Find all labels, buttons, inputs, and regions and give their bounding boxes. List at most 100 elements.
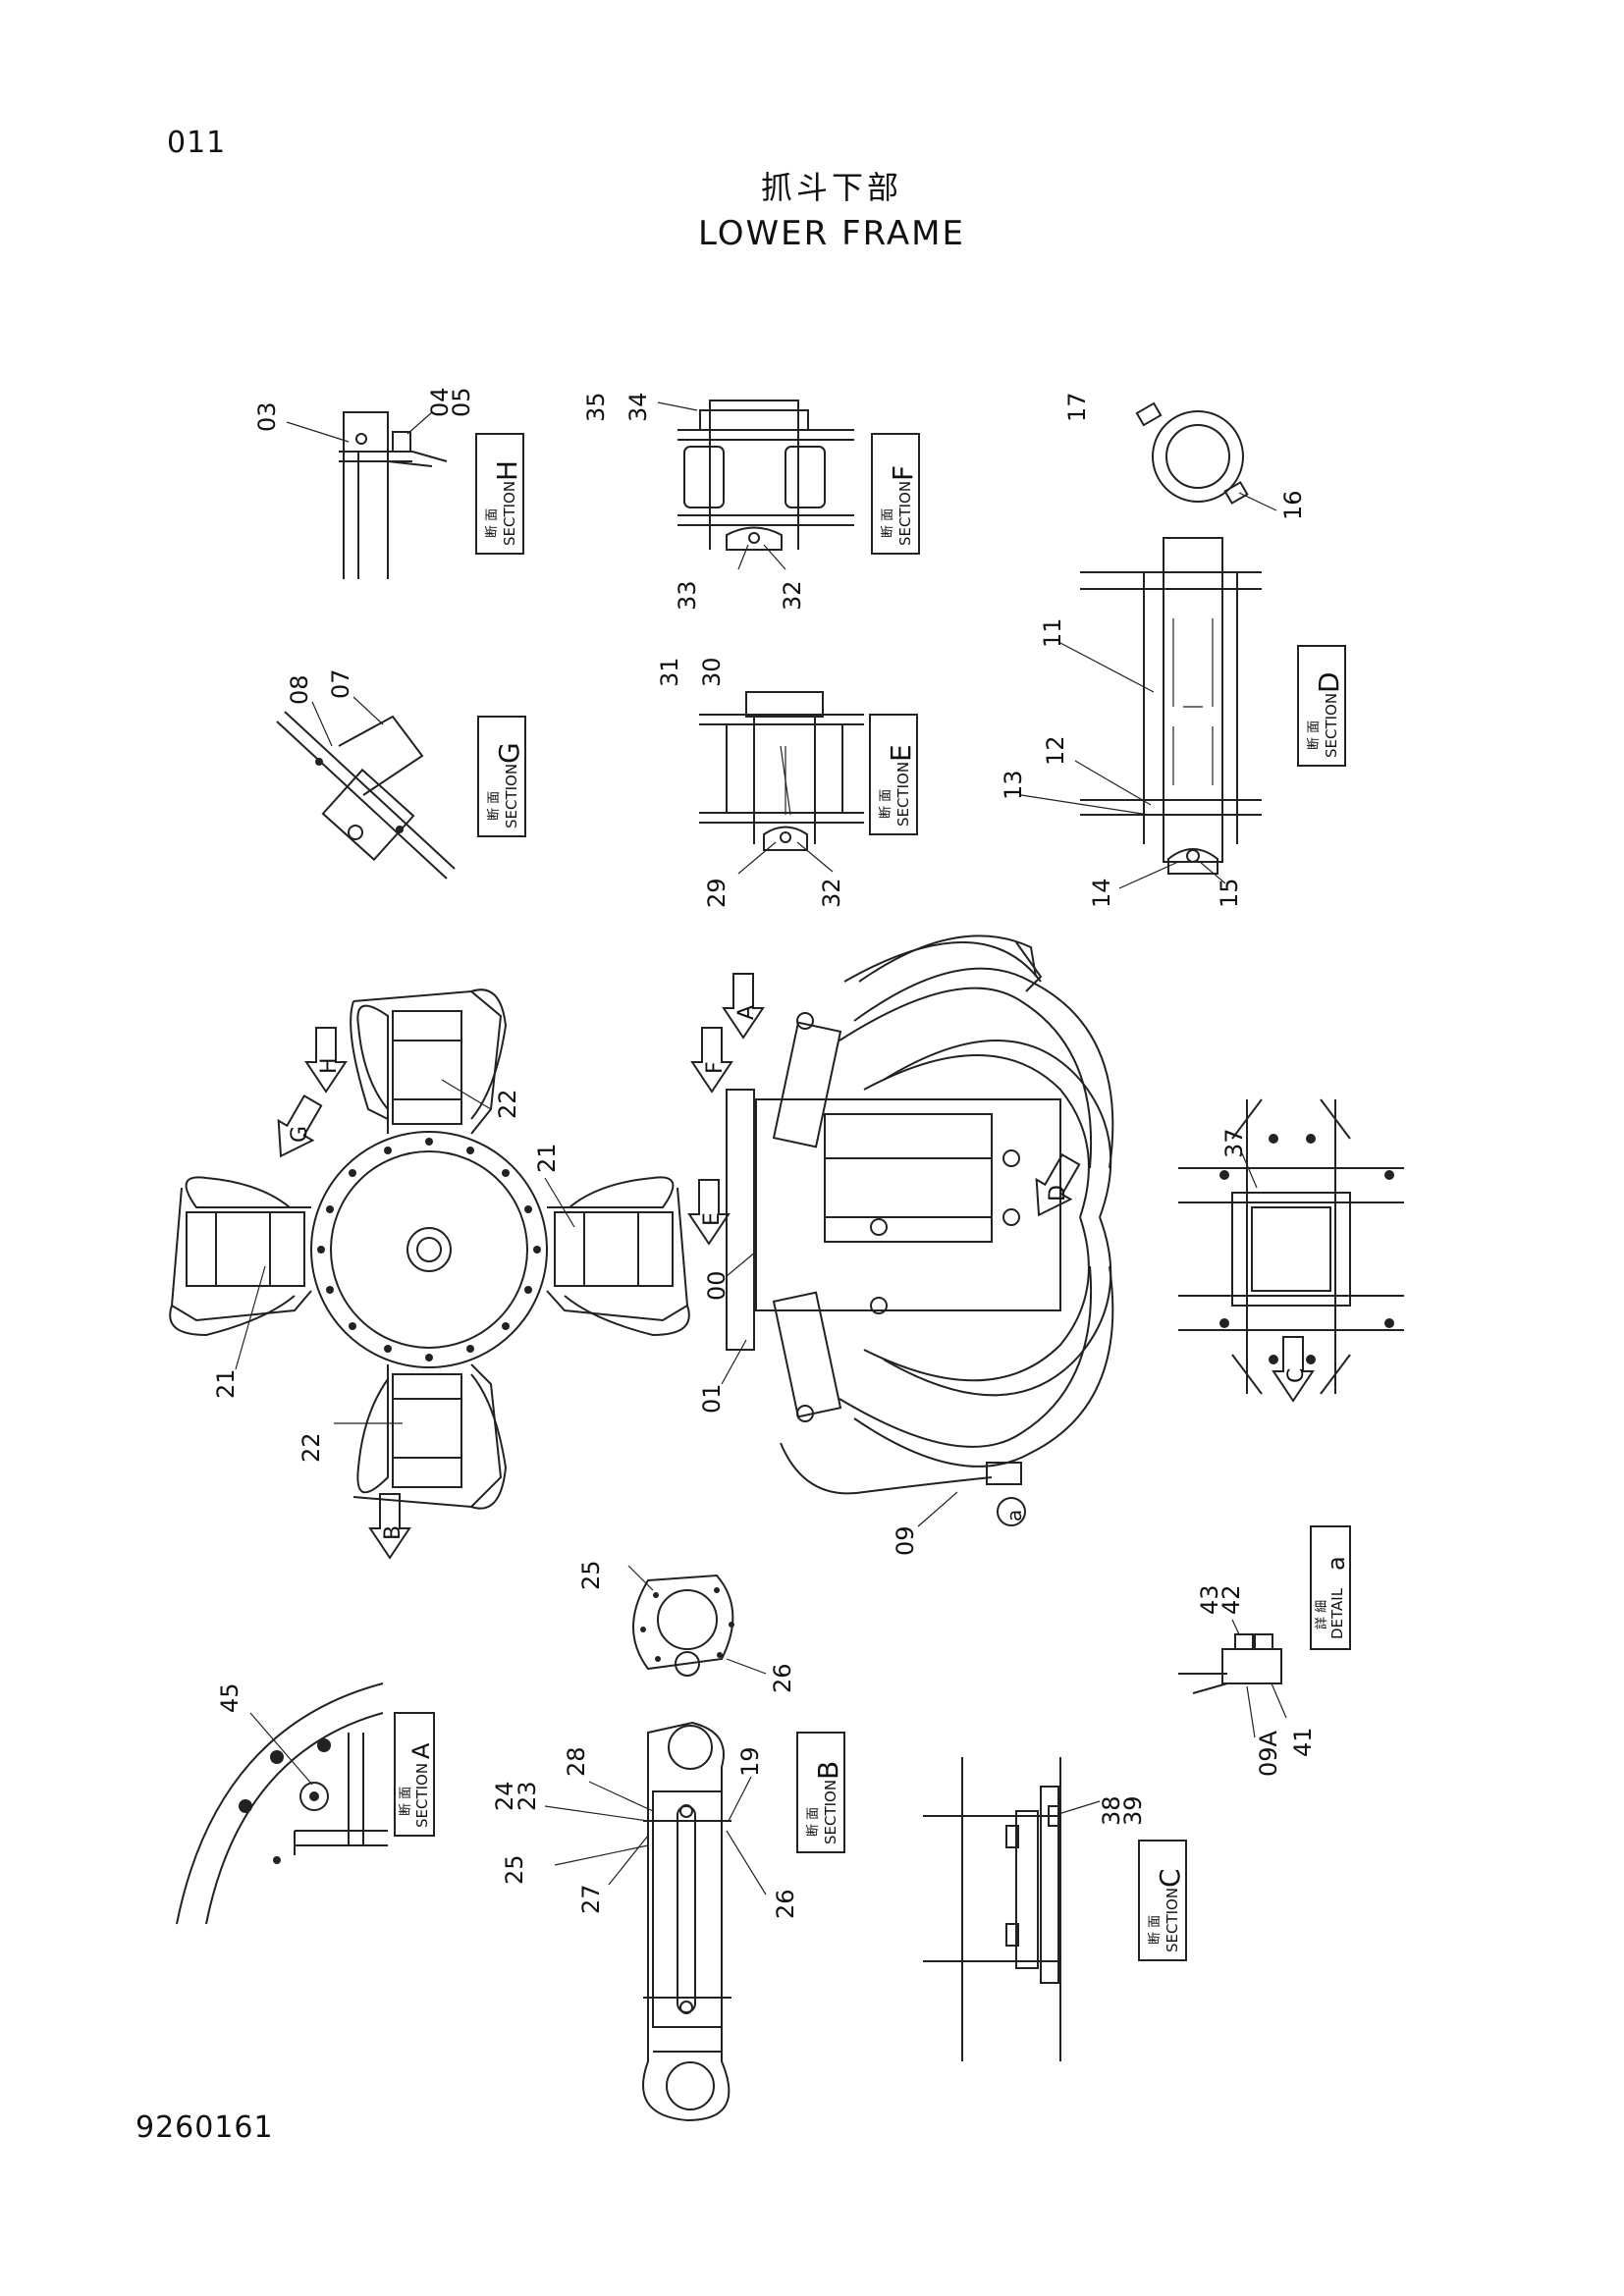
arrow-b: B — [368, 1493, 411, 1560]
section-e-en: SECTION — [894, 762, 912, 827]
section-c-cn: 断 面 — [1148, 1915, 1163, 1945]
part-14: 14 — [1088, 878, 1115, 908]
svg-text:B: B — [381, 1525, 406, 1540]
detail-a-label: DETAIL a 詳 細 — [1310, 1525, 1351, 1650]
detail-a-cn: 詳 細 — [1314, 1600, 1329, 1629]
part-25a: 25 — [577, 1560, 605, 1590]
section-f-view — [677, 400, 854, 551]
part-13: 13 — [1000, 770, 1027, 800]
section-f-label: SECTION F 断 面 — [871, 433, 920, 555]
part-04: 04 — [426, 387, 454, 417]
svg-text:C: C — [1284, 1368, 1309, 1383]
section-c-en: SECTION — [1164, 1888, 1181, 1952]
section-g-cn: 断 面 — [487, 791, 502, 821]
section-c-view — [923, 1757, 1061, 2061]
part-22a: 22 — [494, 1089, 521, 1119]
part-34: 34 — [624, 392, 652, 422]
section-d-view — [1080, 537, 1262, 875]
svg-text:F: F — [703, 1061, 728, 1074]
detail-a-view — [1178, 1633, 1282, 1694]
part-32a: 32 — [779, 580, 806, 611]
section-g-en: SECTION — [503, 764, 520, 828]
svg-text:D: D — [1046, 1185, 1070, 1201]
part-37: 37 — [1220, 1128, 1248, 1158]
part-28: 28 — [563, 1746, 590, 1777]
part-07: 07 — [327, 668, 354, 699]
part-05: 05 — [448, 387, 475, 417]
detail-a-en: DETAIL — [1328, 1587, 1346, 1639]
section-e-view — [699, 691, 864, 851]
part-11: 11 — [1039, 617, 1066, 648]
part-01: 01 — [698, 1383, 726, 1414]
section-d-label: SECTION D 断 面 — [1297, 645, 1346, 767]
part-41: 41 — [1289, 1727, 1317, 1757]
arrow-g: G — [277, 1095, 323, 1158]
section-a-en: SECTION — [413, 1763, 431, 1828]
section-h-en: SECTION — [501, 481, 518, 546]
part-26b: 26 — [772, 1889, 799, 1919]
part-09: 09 — [892, 1525, 919, 1556]
svg-text:H: H — [317, 1057, 342, 1074]
part-33: 33 — [674, 580, 701, 611]
part-29: 29 — [703, 878, 731, 908]
part-26a: 26 — [769, 1663, 796, 1693]
part-22b: 22 — [298, 1432, 325, 1463]
arrow-a: A — [722, 973, 765, 1040]
section-a-label: SECTION A 断 面 — [394, 1712, 435, 1837]
section-e-letter: E — [885, 744, 917, 762]
part-45: 45 — [216, 1682, 244, 1713]
section-a-view — [176, 1682, 388, 1925]
part-12: 12 — [1042, 735, 1069, 766]
part-27: 27 — [577, 1884, 605, 1914]
section-d-en: SECTION — [1323, 693, 1340, 758]
section-b-letter: B — [812, 1761, 844, 1780]
section-d-cn: 断 面 — [1307, 721, 1322, 750]
title-chinese: 抓斗下部 — [760, 169, 902, 206]
part-30: 30 — [698, 657, 726, 687]
section-d-letter: D — [1313, 671, 1345, 693]
flange-view — [632, 1574, 734, 1677]
section-f-en: SECTION — [896, 481, 914, 546]
part-19: 19 — [736, 1746, 764, 1777]
part-16: 16 — [1279, 490, 1307, 520]
arrow-c: C — [1272, 1336, 1315, 1403]
svg-text:A: A — [734, 1005, 759, 1020]
part-09a: 09A — [1255, 1730, 1282, 1777]
part-37-view — [1178, 1098, 1404, 1395]
arrow-h: H — [304, 1027, 348, 1094]
section-c-label: SECTION C 断 面 — [1138, 1840, 1187, 1961]
grab-side-view — [726, 934, 1114, 1526]
part-23: 23 — [514, 1781, 541, 1811]
section-h-cn: 断 面 — [485, 508, 500, 538]
part-03: 03 — [253, 401, 281, 432]
part-17: 17 — [1063, 392, 1091, 422]
page-number: 011 — [167, 126, 227, 160]
part-00: 00 — [703, 1270, 731, 1301]
section-g-label: SECTION G 断 面 — [477, 716, 526, 837]
title-english: LOWER FRAME — [698, 214, 965, 253]
part-31: 31 — [656, 657, 683, 687]
detail-a-letter: a — [1323, 1556, 1350, 1571]
part-08: 08 — [286, 674, 313, 705]
part-39: 39 — [1119, 1795, 1147, 1826]
arrow-d: D — [1035, 1153, 1081, 1217]
section-e-cn: 断 面 — [879, 789, 893, 819]
section-g-view — [276, 711, 456, 880]
svg-text:E: E — [700, 1212, 725, 1226]
part-43: 43 — [1196, 1584, 1223, 1615]
svg-text:G: G — [288, 1126, 312, 1143]
section-a-cn: 断 面 — [399, 1787, 413, 1816]
section-g-letter: G — [493, 742, 525, 764]
frame-plan-view — [169, 988, 690, 1510]
part-21b: 21 — [212, 1368, 240, 1399]
part-35: 35 — [582, 392, 610, 422]
section-b-label: SECTION B 断 面 — [796, 1732, 845, 1853]
section-f-cn: 断 面 — [881, 508, 895, 538]
part-21a: 21 — [533, 1143, 561, 1173]
section-e-label: SECTION E 断 面 — [869, 714, 918, 835]
section-a-letter: A — [407, 1742, 435, 1759]
section-b-cn: 断 面 — [806, 1807, 821, 1837]
arrow-f: F — [690, 1027, 733, 1094]
detail-a-callout: a — [1002, 1510, 1026, 1522]
